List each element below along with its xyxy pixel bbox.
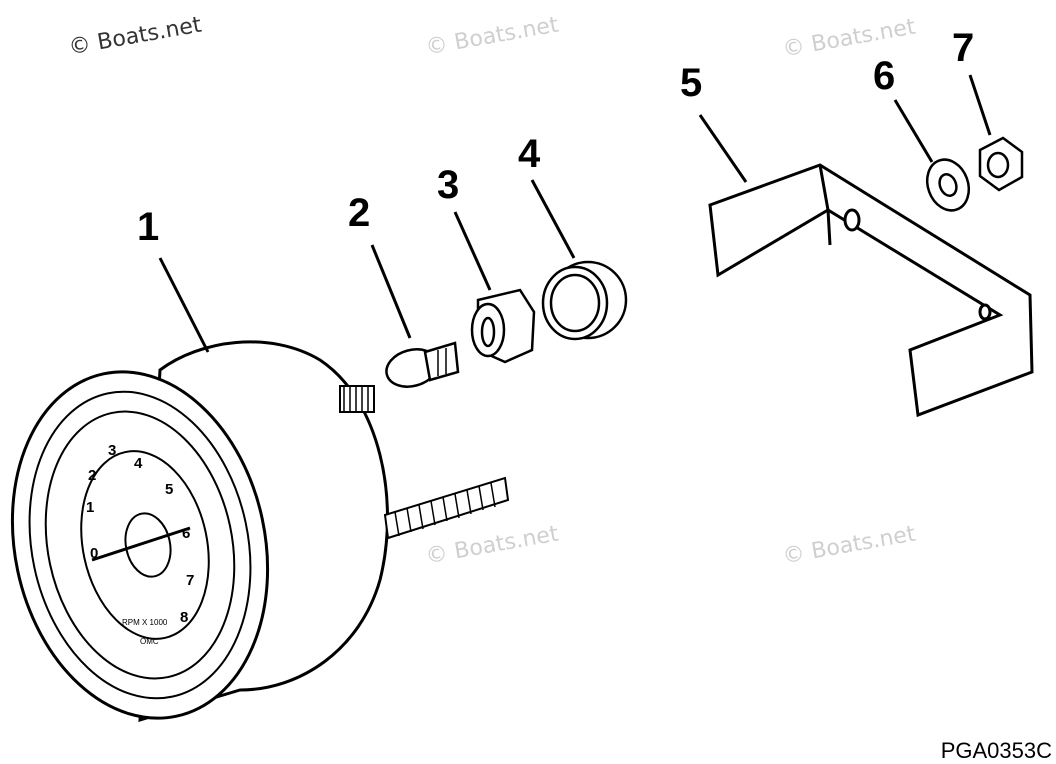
mounting-bracket[interactable] bbox=[708, 163, 1034, 418]
leader-line-2 bbox=[370, 244, 412, 339]
dial-numeral-6: 6 bbox=[182, 525, 190, 542]
callout-6: 6 bbox=[873, 54, 896, 98]
callout-7: 7 bbox=[952, 26, 975, 70]
grommet[interactable] bbox=[541, 260, 628, 341]
bulb[interactable] bbox=[382, 341, 460, 392]
gauge-needle bbox=[91, 526, 191, 562]
leader-line-1 bbox=[158, 257, 210, 353]
callout-3: 3 bbox=[437, 163, 460, 207]
leader-line-5 bbox=[698, 114, 748, 183]
dial-brand: OMC bbox=[140, 637, 159, 646]
leader-lines bbox=[158, 74, 992, 353]
gauge-mounting-stud-upper bbox=[339, 385, 375, 413]
leader-line-4 bbox=[530, 179, 576, 259]
dial-numeral-4: 4 bbox=[134, 455, 143, 472]
dial-numeral-8: 8 bbox=[180, 609, 188, 626]
callout-5: 5 bbox=[680, 61, 703, 105]
bulb-socket[interactable] bbox=[470, 288, 536, 364]
leader-line-6 bbox=[893, 99, 934, 163]
leader-line-3 bbox=[453, 211, 492, 291]
gauge-mounting-stud-lower bbox=[383, 476, 510, 540]
dial-numeral-1: 1 bbox=[86, 499, 94, 516]
leader-line-7 bbox=[968, 74, 992, 136]
callout-1: 1 bbox=[137, 205, 160, 249]
drawing-code: PGA0353C bbox=[940, 738, 1052, 763]
lock-washer[interactable] bbox=[920, 154, 975, 217]
hex-nut[interactable] bbox=[978, 136, 1024, 192]
callout-4: 4 bbox=[518, 132, 541, 176]
dial-numeral-3: 3 bbox=[108, 442, 116, 459]
dial-numeral-0: 0 bbox=[90, 545, 98, 562]
dial-numeral-2: 2 bbox=[88, 467, 96, 484]
dial-numeral-5: 5 bbox=[165, 481, 173, 498]
callout-2: 2 bbox=[348, 191, 371, 235]
tachometer-gauge[interactable]: 0 1 2 3 4 5 6 7 8 RPM X 1000 OMC bbox=[0, 340, 510, 742]
dial-unit-text: RPM X 1000 bbox=[122, 618, 168, 627]
dial-numeral-7: 7 bbox=[186, 572, 194, 589]
